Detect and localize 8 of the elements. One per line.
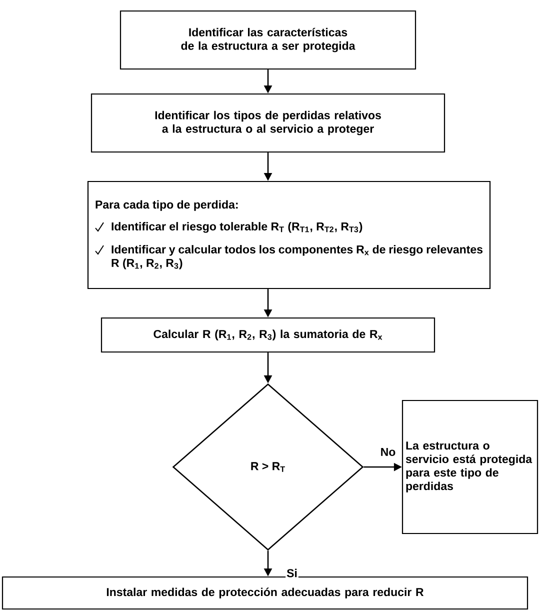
edge-label: No [381,448,396,456]
process-box: Identificar las características de la estructura a ser protegida [120,10,416,70]
process-box: La estructura o servicio está protegida para este tipo de perdidas [402,400,538,534]
process-box: Instalar medidas de protección adecuadas para reducir R [2,576,528,610]
process-box: Calcular R (R$_{1}$, R$_{2}$, R$_{3}$) la sumatoria de R$_{x}$ [100,317,436,353]
process-box: Para cada tipo de perdida: Identificar el riesgo tolerable R$_{T}$ (R$_{T1}$, R$_{T2}$, R$_{T3}$) Identificar y calcular todos los componentes R$_{x}$ de riesgo relevantes R (R$_{1}$, R$_{2}$, R$_{3}$) [87,180,491,290]
edge-label: Si [286,568,297,578]
process-box: Identificar los tipos de perdidas relativos a la estructura o al servicio a proteger [90,93,446,153]
